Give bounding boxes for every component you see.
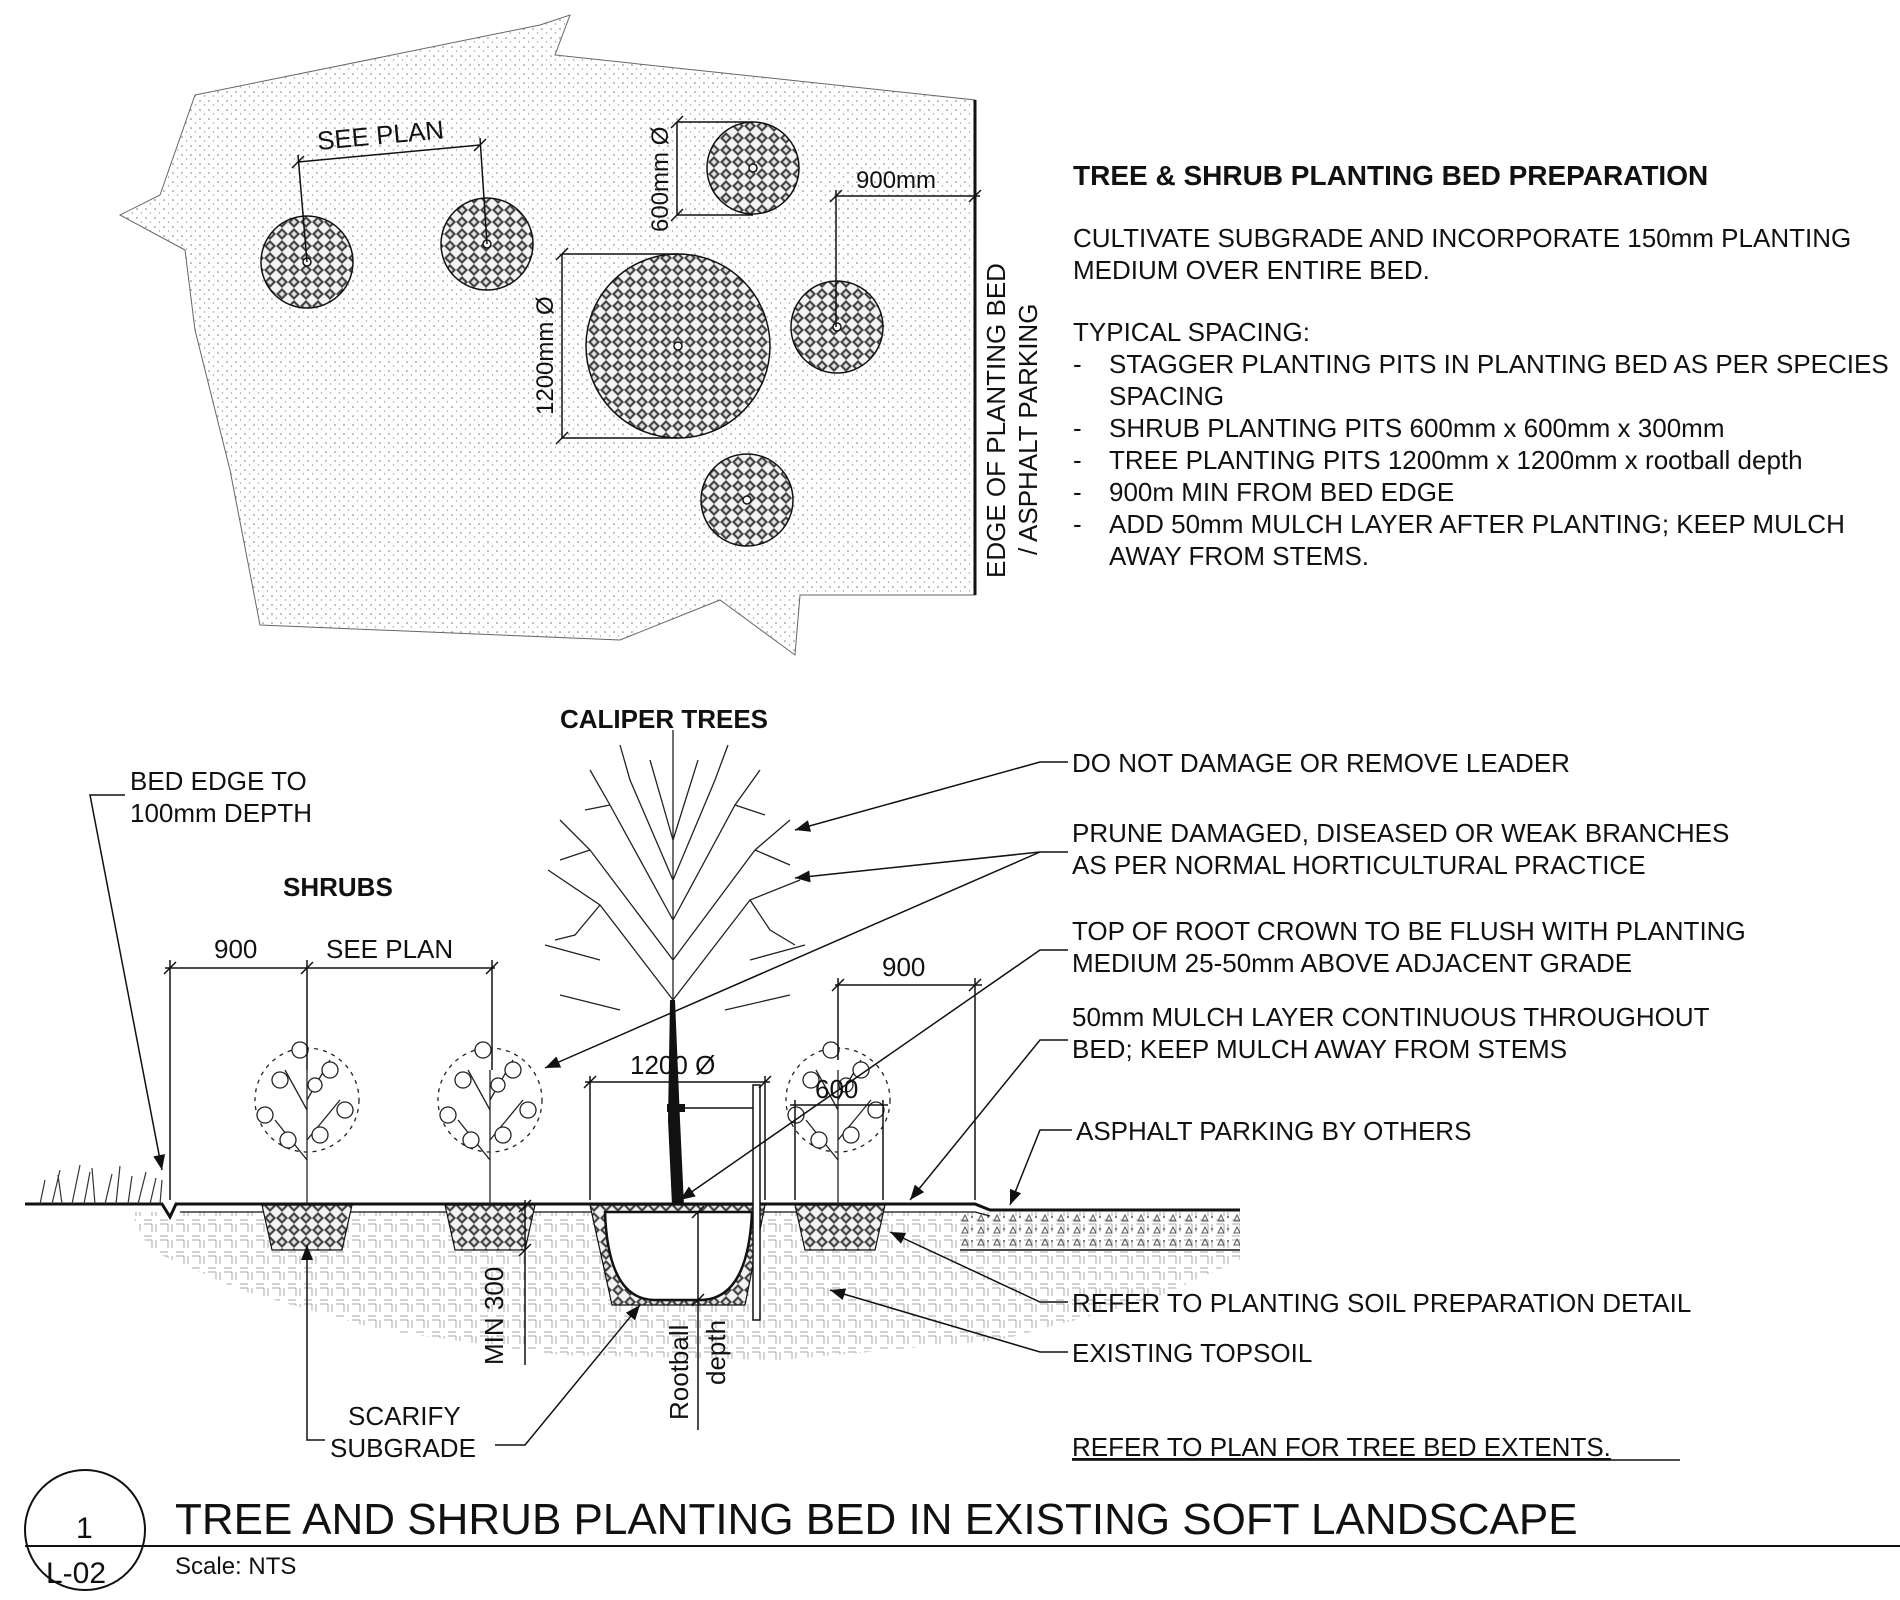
scarify-label-2: SUBGRADE [330, 1433, 476, 1463]
plan-view: SEE PLAN 600mm Ø 900mm 1200mm Ø EDGE [118, 14, 1043, 656]
shrub-2 [437, 1041, 543, 1205]
tree-canopy [544, 730, 806, 1011]
tree-stake [752, 1084, 761, 1321]
detail-number: 1 [76, 1512, 93, 1545]
callout-refer-plan: REFER TO PLAN FOR TREE BED EXTENTS. [1072, 1432, 1611, 1462]
rootball [603, 1210, 754, 1302]
grass [39, 1164, 163, 1205]
section-1200: 1200 Ø [630, 1050, 715, 1080]
shrub-3 [785, 1041, 891, 1205]
plan-dim-1200 [555, 247, 678, 445]
notes-item-text: 900m MIN FROM BED EDGE [1109, 477, 1455, 507]
callout-soil-prep: REFER TO PLANTING SOIL PREPARATION DETAI… [1072, 1288, 1691, 1318]
asphalt-parking [960, 1210, 1240, 1250]
notes-spacing-label: TYPICAL SPACING: [1073, 317, 1310, 347]
notes-item: -ADD 50mm MULCH LAYER AFTER PLANTING; KE… [1073, 508, 1893, 572]
plan-dim-600 [670, 115, 753, 222]
section-900-right: 900 [882, 952, 925, 982]
callout-crown-1: TOP OF ROOT CROWN TO BE FLUSH WITH PLANT… [1072, 916, 1746, 946]
section-900-left: 900 [214, 934, 257, 964]
tree-pit [585, 253, 771, 439]
notes-item-text: SHRUB PLANTING PITS 600mm x 600mm x 300m… [1109, 413, 1725, 443]
shrub-pit-3 [706, 121, 800, 215]
caliper-trees-label: CALIPER TREES [560, 704, 768, 734]
bed-edge-label-1: BED EDGE TO [130, 766, 307, 796]
plan-edge-label-2: / ASPHALT PARKING [1013, 304, 1043, 555]
section-see-plan: SEE PLAN [326, 934, 453, 964]
shrub-pit-section-2 [444, 1204, 536, 1251]
callout-topsoil: EXISTING TOPSOIL [1072, 1338, 1312, 1368]
callout-mulch-1: 50mm MULCH LAYER CONTINUOUS THROUGHOUT [1072, 1002, 1710, 1032]
callout-leader: DO NOT DAMAGE OR REMOVE LEADER [1072, 748, 1570, 778]
callout-mulch-2: BED; KEEP MULCH AWAY FROM STEMS [1072, 1034, 1567, 1064]
tree-trunk [668, 1000, 684, 1205]
notes-item: -TREE PLANTING PITS 1200mm x 1200mm x ro… [1073, 445, 1803, 475]
plan-dim-900 [829, 189, 982, 327]
title-block: 1 L-02 TREE AND SHRUB PLANTING BED IN EX… [24, 1469, 1900, 1591]
scarify-label-1: SCARIFY [348, 1401, 461, 1431]
notes-item-text: TREE PLANTING PITS 1200mm x 1200mm x roo… [1109, 445, 1803, 475]
callout-asphalt: ASPHALT PARKING BY OTHERS [1076, 1116, 1471, 1146]
notes-item: -STAGGER PLANTING PITS IN PLANTING BED A… [1073, 348, 1893, 412]
section-rootball: Rootball [664, 1325, 694, 1420]
callout-prune-1: PRUNE DAMAGED, DISEASED OR WEAK BRANCHES [1072, 818, 1729, 848]
mulch-layer [180, 1211, 991, 1217]
plan-600-label: 600mm Ø [647, 127, 674, 232]
sheet-number: L-02 [46, 1557, 106, 1590]
notes-item-text: STAGGER PLANTING PITS IN PLANTING BED AS… [1109, 349, 1889, 411]
plan-900-label: 900mm [856, 167, 936, 194]
shrub-pit-section-3 [794, 1204, 886, 1251]
shrub-1 [254, 1041, 360, 1205]
notes-item: -SHRUB PLANTING PITS 600mm x 600mm x 300… [1073, 413, 1725, 443]
notes-heading: TREE & SHRUB PLANTING BED PREPARATION [1073, 160, 1709, 191]
callout-leaders [89, 761, 1072, 1446]
bed-edge-label-2: 100mm DEPTH [130, 798, 312, 828]
detail-title: TREE AND SHRUB PLANTING BED IN EXISTING … [175, 1495, 1578, 1544]
plan-1200-label: 1200mm Ø [532, 296, 559, 415]
section-callouts: DO NOT DAMAGE OR REMOVE LEADER PRUNE DAM… [1072, 748, 1746, 1462]
shrubs-label: SHRUBS [283, 872, 393, 902]
notes-item-text: ADD 50mm MULCH LAYER AFTER PLANTING; KEE… [1109, 509, 1845, 571]
notes-paragraph: CULTIVATE SUBGRADE AND INCORPORATE 150mm… [1073, 223, 1852, 285]
callout-crown-2: MEDIUM 25-50mm ABOVE ADJACENT GRADE [1072, 948, 1632, 978]
section-600: 600 [815, 1074, 858, 1104]
section-min-300: MIN 300 [479, 1267, 509, 1365]
section-dims [163, 960, 982, 1430]
notes-item: -900m MIN FROM BED EDGE [1073, 477, 1455, 507]
plan-edge-label-1: EDGE OF PLANTING BED [981, 263, 1011, 578]
callout-prune-2: AS PER NORMAL HORTICULTURAL PRACTICE [1072, 850, 1646, 880]
shrub-pit-5 [700, 453, 794, 547]
section-depth: depth [701, 1320, 731, 1385]
detail-scale: Scale: NTS [175, 1553, 296, 1580]
shrub-pit-4 [790, 280, 884, 374]
planting-notes: TREE & SHRUB PLANTING BED PREPARATION CU… [1073, 160, 1893, 572]
finished-grade [25, 1202, 1240, 1221]
detail-bubble [24, 1469, 146, 1591]
shrub-pit-section-1 [261, 1204, 353, 1251]
plan-dim-see-plan [291, 137, 488, 263]
section-view: 900 SEE PLAN 900 1200 Ø 600 MIN 300 Root… [25, 704, 1746, 1463]
